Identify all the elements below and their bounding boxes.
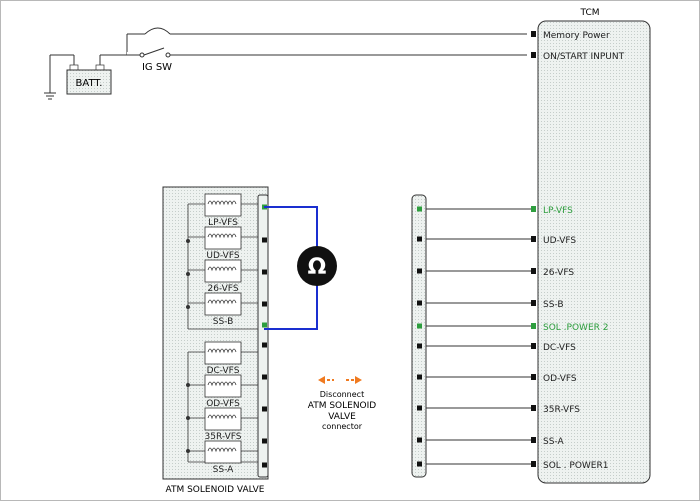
- solenoid-pin: [262, 462, 267, 468]
- coil-winding-icon: [207, 299, 237, 305]
- coil-winding-icon: [207, 266, 237, 272]
- tcm-pin-marker: [531, 323, 536, 329]
- tcm-pin-marker: [531, 31, 536, 37]
- instruction-line-3: VALVE: [328, 412, 356, 422]
- solenoid-pin: [262, 342, 267, 348]
- coil-label: SS-B: [213, 317, 234, 327]
- coil-label: UD-VFS: [206, 251, 239, 261]
- connector-pin: [417, 437, 422, 443]
- instruction-line-4: connector: [322, 422, 363, 431]
- coil-winding-icon: [207, 348, 237, 354]
- instruction-line-1: Disconnect: [320, 390, 364, 399]
- tcm-pin-label: 35R-VFS: [543, 405, 580, 415]
- solenoid-pin: [262, 322, 267, 328]
- solenoid-pin: [262, 269, 267, 275]
- tcm-pin-label: UD-VFS: [543, 236, 576, 246]
- solenoid-pin: [262, 374, 267, 380]
- coil-box: [204, 440, 242, 464]
- tcm-pin-marker: [531, 206, 536, 212]
- coil-label: OD-VFS: [206, 399, 240, 409]
- solenoid-pin: [262, 406, 267, 412]
- solenoid-coil: OD-VFS: [188, 374, 258, 409]
- connector-pin: [417, 405, 422, 411]
- coil-box: [204, 374, 242, 398]
- atm-solenoid-valve: ATM SOLENOID VALVE LP-VFS UD-VFS 26-VFS SS-…: [162, 186, 269, 495]
- battery: BATT.: [44, 34, 527, 100]
- instruction-line-2: ATM SOLENOID: [308, 401, 377, 411]
- disconnect-instruction: Disconnect ATM SOLENOID VALVE connector: [308, 376, 377, 431]
- coil-winding-icon: [207, 414, 237, 420]
- solenoid-coil: DC-VFS: [188, 341, 258, 376]
- coil-label: 26-VFS: [207, 284, 238, 294]
- tcm-pin-marker: [531, 236, 536, 242]
- connector-pin: [417, 236, 422, 242]
- connector-pin: [417, 300, 422, 306]
- tcm-pin-label: ON/START INPUNT: [543, 52, 625, 62]
- tcm-pin-marker: [531, 461, 536, 467]
- coil-winding-icon: [207, 381, 237, 387]
- solenoid-title: ATM SOLENOID VALVE: [166, 485, 265, 495]
- solenoid-coil: 35R-VFS: [188, 407, 258, 442]
- ig-switch-label: IG SW: [142, 62, 172, 73]
- solenoid-coil-list: LP-VFS UD-VFS 26-VFS SS-B DC-VFS OD-VFS 35R-VF…: [188, 193, 258, 475]
- tcm-pin-label: SS-B: [543, 300, 564, 310]
- solenoid-coil: 26-VFS: [188, 259, 258, 294]
- coil-label: SS-A: [213, 465, 234, 475]
- coil-box: [204, 341, 242, 365]
- solenoid-pin: [262, 301, 267, 307]
- coil-box: [204, 407, 242, 431]
- tcm-side-connector: [411, 194, 427, 478]
- connector-pin: [417, 268, 422, 274]
- ohm-symbol: Ω: [308, 255, 327, 280]
- connector-pin: [417, 343, 422, 349]
- connector-pin: [417, 374, 422, 380]
- tcm-pin-marker: [531, 268, 536, 274]
- tcm-pin-label: SOL .POWER 2: [543, 323, 608, 333]
- tcm-pin-marker: [531, 52, 536, 58]
- tcm-pin-label: DC-VFS: [543, 343, 576, 353]
- coil-label: 35R-VFS: [205, 432, 242, 442]
- solenoid-coil: LP-VFS: [188, 193, 258, 228]
- coil-label: DC-VFS: [207, 366, 240, 376]
- coil-winding-icon: [207, 447, 237, 453]
- tcm-pin-marker: [531, 300, 536, 306]
- fuse: [127, 27, 527, 35]
- solenoid-coil: UD-VFS: [188, 226, 258, 261]
- tcm-pin-label: SS-A: [543, 437, 564, 447]
- coil-box: [204, 292, 242, 316]
- solenoid-inner-wiring: [186, 204, 258, 463]
- coil-winding-icon: [207, 200, 237, 206]
- tcm-pin-marker: [531, 437, 536, 443]
- ohmmeter-icon: [297, 246, 337, 286]
- tcm-pin-label: LP-VFS: [543, 206, 573, 216]
- ignition-switch: IG SW: [100, 47, 527, 73]
- coil-label: LP-VFS: [208, 218, 238, 228]
- tcm-pin-label: Memory Power: [543, 31, 610, 41]
- solenoid-coil: SS-A: [188, 440, 258, 475]
- tcm-pin-label: 26-VFS: [543, 268, 574, 278]
- coil-box: [204, 193, 242, 217]
- connector-pin: [417, 206, 422, 212]
- battery-label: BATT.: [76, 78, 103, 89]
- solenoid-pin: [262, 438, 267, 444]
- tcm-pin-marker: [531, 374, 536, 380]
- coil-winding-icon: [207, 233, 237, 239]
- tcm-pin-marker: [531, 405, 536, 411]
- tcm-pin-marker: [531, 343, 536, 349]
- tcm-pin-label: OD-VFS: [543, 374, 577, 384]
- coil-box: [204, 259, 242, 283]
- coil-box: [204, 226, 242, 250]
- solenoid-coil: SS-B: [188, 292, 258, 327]
- ohmmeter: Ω: [264, 206, 337, 330]
- connector-pin: [417, 323, 422, 329]
- tcm-wire-group: [417, 206, 531, 467]
- tcm-title: TCM: [579, 8, 599, 18]
- solenoid-pin: [262, 237, 267, 243]
- tcm-pin-label: SOL . POWER1: [543, 461, 608, 471]
- connector-pin: [417, 461, 422, 467]
